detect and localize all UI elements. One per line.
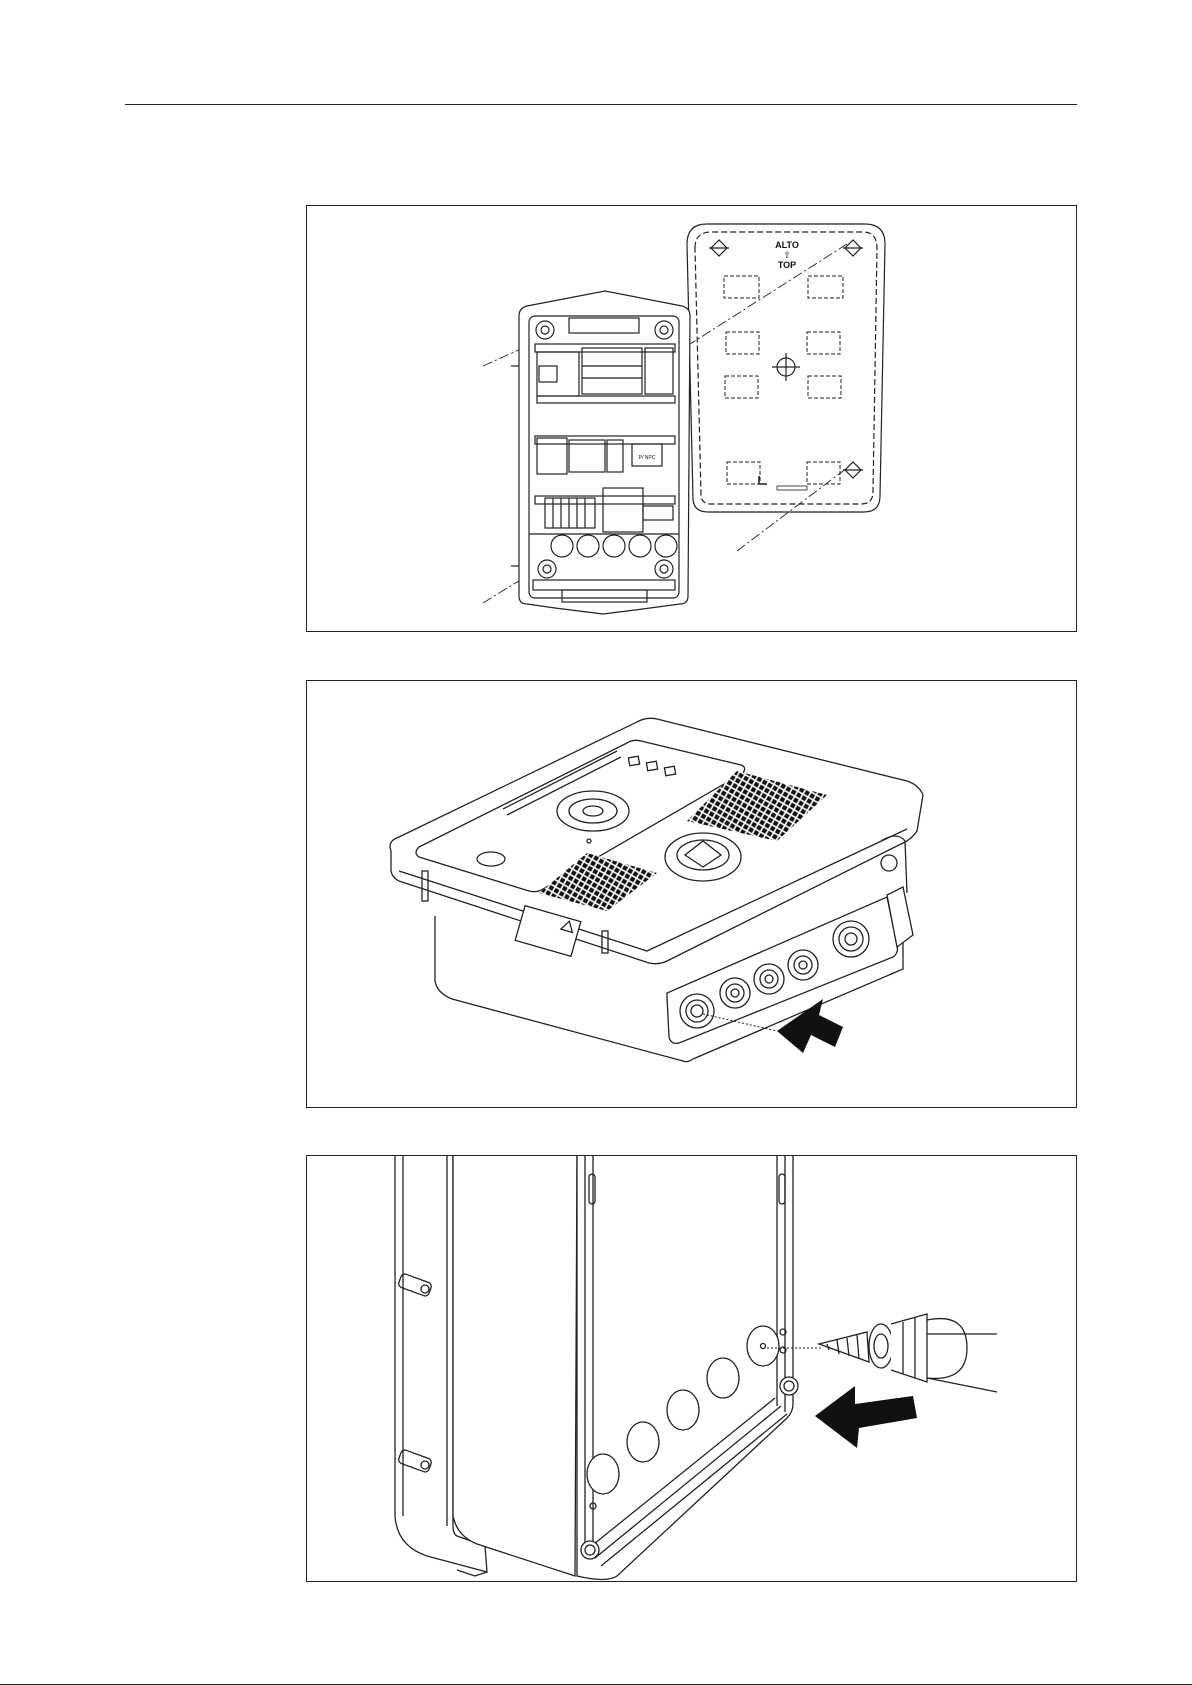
header-rule [125, 104, 1077, 105]
figure-enclosure-backplate: ALTO ⇧ TOP P/ NPC [306, 205, 1077, 632]
charger-perspective-drawing [307, 681, 1077, 1108]
drill [819, 1314, 997, 1392]
backplate-top-label-en: TOP [778, 260, 796, 270]
figure-cable-gland-insertion [306, 680, 1077, 1108]
enclosure-drill-drawing [307, 1156, 1077, 1582]
drill-direction-arrow-icon [815, 1386, 917, 1448]
figure-drill-knockout [306, 1155, 1077, 1582]
breaker-label: P/ NPC [639, 455, 656, 461]
backplate-top-label-it: ALTO [775, 240, 799, 250]
backplate-top-arrow: ⇧ [783, 250, 791, 260]
open-enclosure [511, 291, 690, 614]
enclosure-backplate-drawing: ALTO ⇧ TOP P/ NPC [307, 206, 1077, 632]
